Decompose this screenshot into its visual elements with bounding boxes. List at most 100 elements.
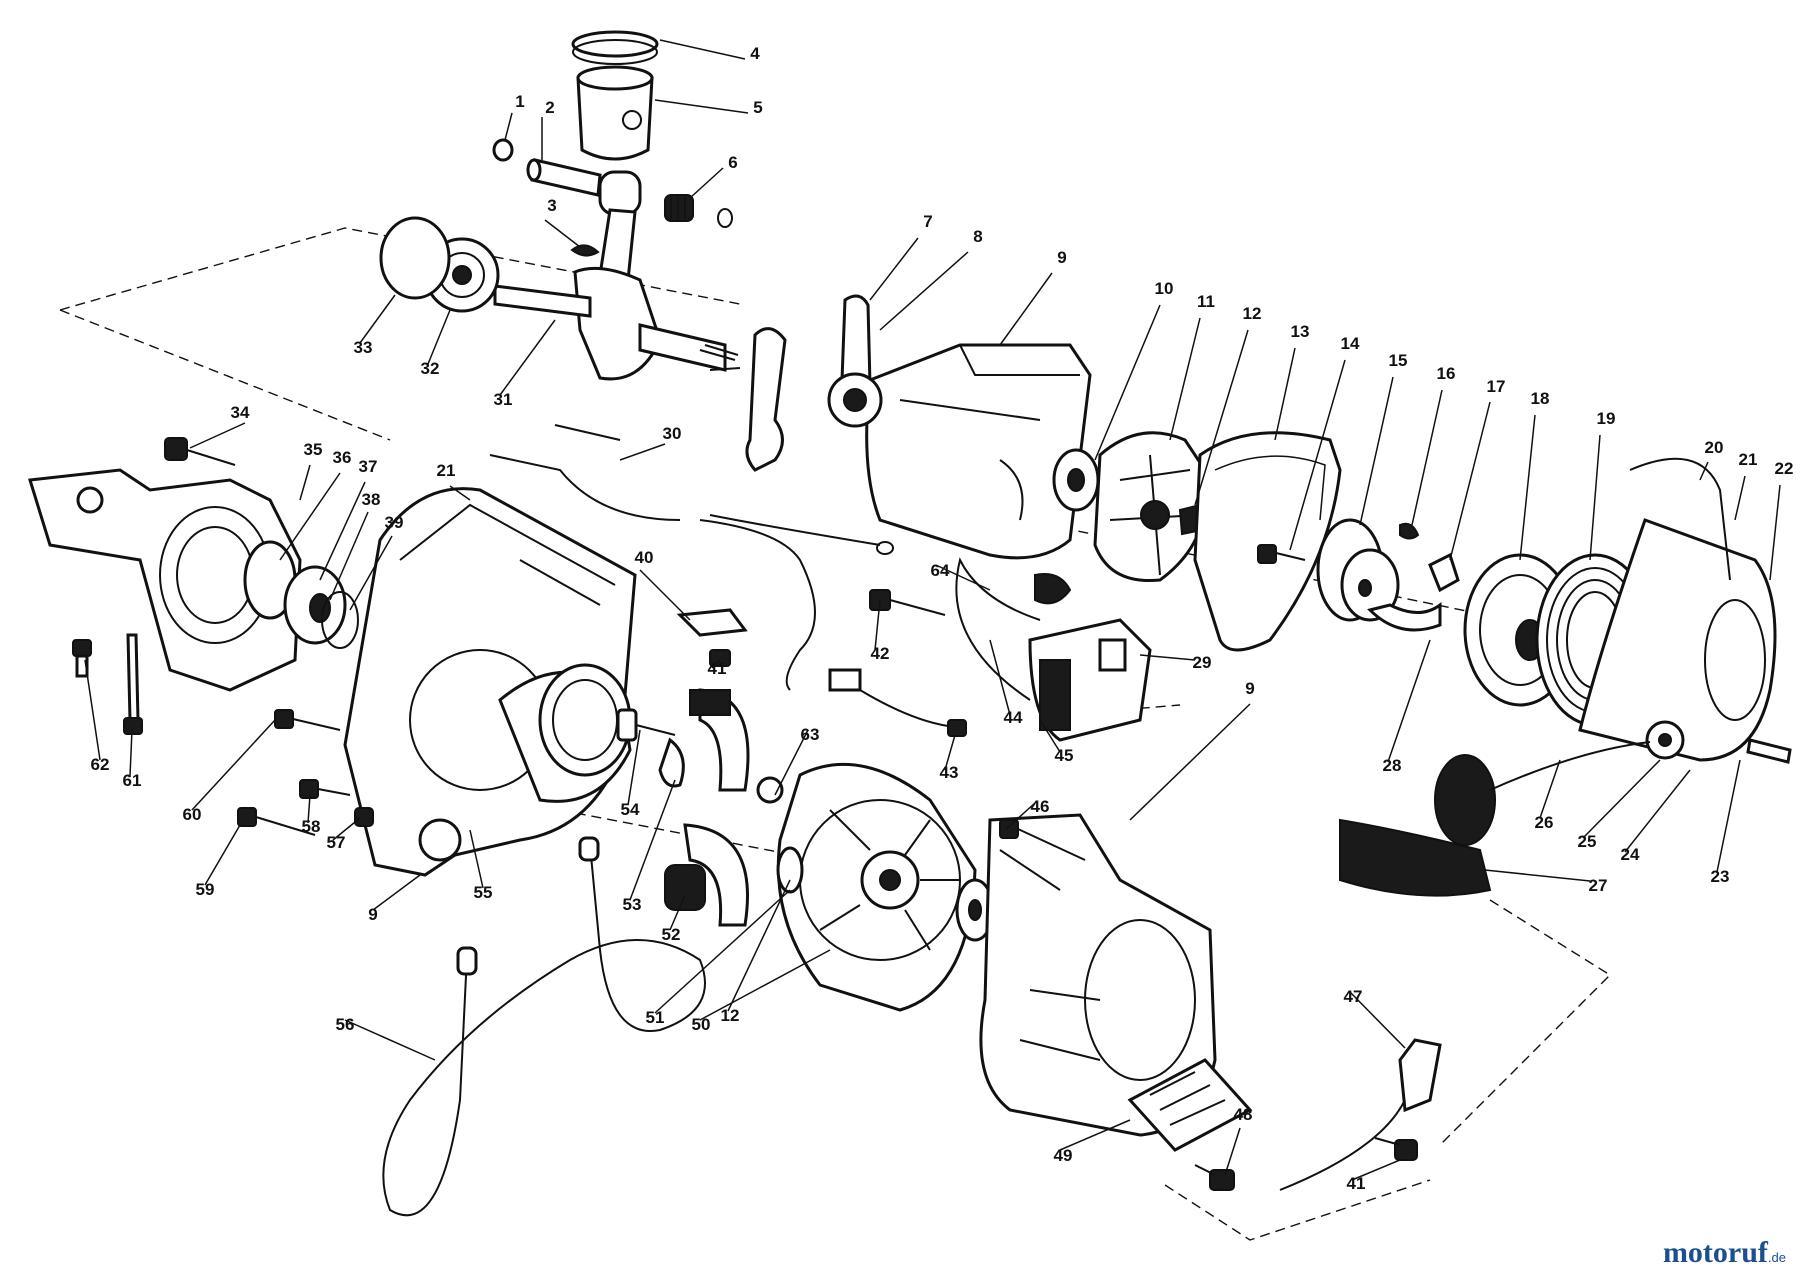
part-label-11: 11 <box>1197 292 1215 311</box>
piston <box>576 65 654 161</box>
part-label-5: 5 <box>753 98 762 117</box>
part-label-36: 36 <box>333 448 352 467</box>
part-label-43: 43 <box>940 763 959 782</box>
part-label-44: 44 <box>1004 708 1023 727</box>
part-label-28: 28 <box>1383 756 1402 775</box>
part-label-49: 49 <box>1054 1146 1073 1165</box>
terminal-43 <box>859 689 967 737</box>
clutch-shoe-bottom <box>664 823 749 927</box>
crankcase-half-upper <box>827 343 1092 560</box>
part-label-38: 38 <box>362 490 381 509</box>
part-label-13: 13 <box>1291 322 1310 341</box>
part-label-12: 12 <box>1243 304 1262 323</box>
part-label-57: 57 <box>327 833 346 852</box>
part-label-48: 48 <box>1234 1105 1253 1124</box>
part-label-26: 26 <box>1535 813 1554 832</box>
bolt-62 <box>72 639 92 678</box>
gasket-left <box>745 327 787 472</box>
part-label-54: 54 <box>621 800 640 819</box>
part-label-20: 20 <box>1705 438 1724 457</box>
part-label-10: 10 <box>1155 279 1174 298</box>
part-label-47: 47 <box>1344 987 1363 1006</box>
part-label-17: 17 <box>1487 377 1506 396</box>
clutch-bolt <box>616 708 676 742</box>
part-label-24: 24 <box>1621 845 1640 864</box>
part-label-55: 55 <box>474 883 493 902</box>
nut-57 <box>354 807 374 827</box>
seal-12-lower <box>776 846 804 894</box>
bolt-60 <box>274 709 341 731</box>
part-label-31: 31 <box>494 390 513 409</box>
part-label-9: 9 <box>368 905 377 924</box>
pawl <box>1367 552 1460 632</box>
clutch-drum <box>498 663 632 803</box>
part-label-35: 35 <box>304 440 323 459</box>
part-label-25: 25 <box>1578 832 1597 851</box>
circlip <box>492 138 514 162</box>
part-label-6: 6 <box>728 153 737 172</box>
bolt-59 <box>237 807 316 836</box>
backing-plate <box>1193 431 1342 652</box>
snap-ring <box>321 591 359 649</box>
screw-41-lower <box>1374 1137 1418 1161</box>
part-label-37: 37 <box>359 457 378 476</box>
ball-bearing <box>283 565 347 645</box>
part-label-12: 12 <box>721 1006 740 1025</box>
connector-block <box>828 668 862 692</box>
wiring-harness <box>489 424 894 691</box>
part-label-63: 63 <box>801 725 820 744</box>
part-label-59: 59 <box>196 880 215 899</box>
part-label-3: 3 <box>547 196 556 215</box>
oil-seal <box>1052 448 1100 512</box>
part-label-56: 56 <box>336 1015 355 1034</box>
clutch-shoe-top <box>689 688 750 792</box>
needle-bearing <box>664 194 694 222</box>
screw-48 <box>1194 1164 1235 1191</box>
part-label-53: 53 <box>623 895 642 914</box>
part-label-52: 52 <box>662 925 681 944</box>
part-label-50: 50 <box>692 1015 711 1034</box>
washer-63 <box>756 776 784 804</box>
part-label-61: 61 <box>123 771 142 790</box>
wrist-pin <box>526 158 602 197</box>
ignition-coil <box>1028 618 1152 742</box>
part-label-46: 46 <box>1031 797 1050 816</box>
part-label-62: 62 <box>91 755 110 774</box>
starter-pulley <box>1340 548 1400 622</box>
starter-housing <box>1578 457 1777 762</box>
part-label-30: 30 <box>663 424 682 443</box>
flywheel-bearing <box>955 878 995 942</box>
part-label-42: 42 <box>871 644 890 663</box>
piston-ring <box>571 30 659 65</box>
part-label-9: 9 <box>1057 248 1066 267</box>
crankshaft <box>493 170 741 381</box>
part-label-15: 15 <box>1389 351 1408 370</box>
part-label-40: 40 <box>635 548 654 567</box>
fuel-line <box>382 836 706 1217</box>
housing-screw <box>1746 738 1792 764</box>
part-label-51: 51 <box>646 1008 665 1027</box>
part-label-18: 18 <box>1531 389 1550 408</box>
part-label-58: 58 <box>302 817 321 836</box>
part-label-39: 39 <box>385 513 404 532</box>
bolt-58 <box>299 779 351 799</box>
part-label-29: 29 <box>1193 653 1212 672</box>
spark-plug-boot <box>1279 1038 1442 1191</box>
part-label-9: 9 <box>1245 679 1254 698</box>
gear-case <box>28 468 302 692</box>
starter-handle <box>1339 741 1651 897</box>
screw-center <box>1257 544 1306 564</box>
part-label-7: 7 <box>923 212 932 231</box>
bolt-61 <box>123 633 143 735</box>
part-label-8: 8 <box>973 227 982 246</box>
watermark-suffix: .de <box>1767 1250 1786 1265</box>
part-label-41: 41 <box>1347 1174 1366 1193</box>
part-label-32: 32 <box>421 359 440 378</box>
part-label-14: 14 <box>1341 334 1360 353</box>
bolt-34 <box>164 437 236 466</box>
part-label-41: 41 <box>708 659 727 678</box>
muffler <box>1127 1058 1253 1152</box>
